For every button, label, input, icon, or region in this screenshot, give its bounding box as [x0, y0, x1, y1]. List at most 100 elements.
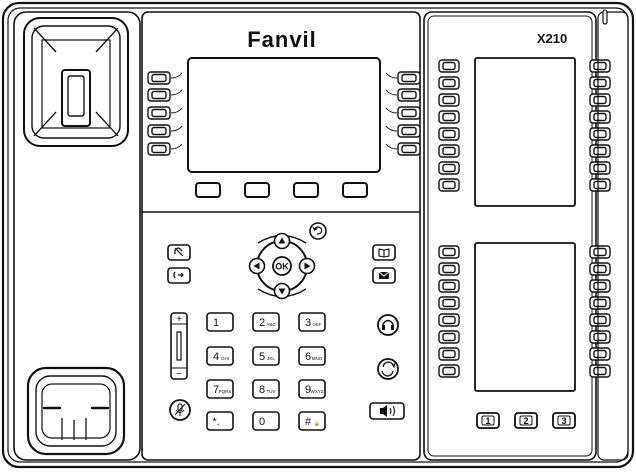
- line-key-right-5[interactable]: [397, 142, 421, 156]
- side-clip: [602, 9, 608, 25]
- nav-down-button[interactable]: [273, 282, 291, 300]
- expansion-page-key-1[interactable]: 1: [476, 412, 500, 429]
- transfer-button[interactable]: [167, 267, 191, 284]
- expansion-key-left-16[interactable]: [438, 364, 460, 378]
- expansion-key-left-11[interactable]: [438, 279, 460, 293]
- expansion-key-right-8[interactable]: [589, 178, 611, 192]
- expansion-key-left-6[interactable]: [438, 144, 460, 158]
- keypad-key-11[interactable]: 0: [252, 411, 280, 431]
- phone-face: [141, 11, 421, 461]
- expansion-key-right-9[interactable]: [589, 245, 611, 259]
- expansion-key-left-15[interactable]: [438, 347, 460, 361]
- line-key-left-1[interactable]: [147, 71, 171, 85]
- speaker-button[interactable]: [369, 402, 405, 420]
- keypad-key-digit: 9: [305, 384, 311, 396]
- book-icon: [378, 248, 390, 258]
- keypad-key-letters: DEF: [313, 322, 322, 327]
- line-key-left-2[interactable]: [147, 88, 171, 102]
- expansion-key-right-14[interactable]: [589, 330, 611, 344]
- nav-left-button[interactable]: [248, 257, 266, 275]
- keypad-key-digit: 1: [213, 317, 219, 329]
- line-key-right-1[interactable]: [397, 71, 421, 85]
- line-key-left-3[interactable]: [147, 106, 171, 120]
- keypad-key-1[interactable]: 1: [206, 312, 234, 332]
- headset-button[interactable]: [377, 314, 399, 336]
- expansion-key-left-5[interactable]: [438, 127, 460, 141]
- expansion-key-left-7[interactable]: [438, 161, 460, 175]
- expansion-key-right-15[interactable]: [589, 347, 611, 361]
- expansion-key-left-2[interactable]: [438, 76, 460, 90]
- expansion-key-right-13[interactable]: [589, 313, 611, 327]
- expansion-key-left-8[interactable]: [438, 178, 460, 192]
- microphone-icon: [174, 403, 186, 416]
- expansion-key-left-1[interactable]: [438, 59, 460, 73]
- expansion-key-left-13[interactable]: [438, 313, 460, 327]
- expansion-key-right-11[interactable]: [589, 279, 611, 293]
- ok-label: OK: [275, 262, 289, 272]
- expansion-key-right-16[interactable]: [589, 364, 611, 378]
- expansion-key-right-4[interactable]: [589, 110, 611, 124]
- contacts-button[interactable]: [372, 244, 396, 261]
- line-key-left-5[interactable]: [147, 142, 171, 156]
- expansion-key-left-12[interactable]: [438, 296, 460, 310]
- soft-key-2[interactable]: [244, 182, 270, 198]
- expansion-key-right-10[interactable]: [589, 262, 611, 276]
- expansion-key-left-9[interactable]: [438, 245, 460, 259]
- mic-mute-button[interactable]: [169, 399, 191, 421]
- page-key-label: 1: [485, 416, 490, 426]
- keypad-key-10[interactable]: *.: [206, 411, 234, 431]
- expansion-key-right-7[interactable]: [589, 161, 611, 175]
- expansion-key-right-6[interactable]: [589, 144, 611, 158]
- soft-key-3[interactable]: [293, 182, 319, 198]
- expansion-key-left-14[interactable]: [438, 330, 460, 344]
- keypad-key-letters: JKL: [267, 356, 275, 361]
- expansion-screen-top: [474, 57, 576, 207]
- expansion-key-left-4[interactable]: [438, 110, 460, 124]
- keypad-key-letters: PQRS: [219, 389, 232, 394]
- nav-ok-button[interactable]: OK: [272, 256, 292, 276]
- keypad-key-digit: 4: [213, 351, 219, 363]
- brand-logo: Fanvil: [247, 27, 317, 52]
- expansion-key-right-2[interactable]: [589, 76, 611, 90]
- expansion-key-left-3[interactable]: [438, 93, 460, 107]
- expansion-page-key-2[interactable]: 2: [514, 412, 538, 429]
- expansion-key-right-1[interactable]: [589, 59, 611, 73]
- line-key-right-3[interactable]: [397, 106, 421, 120]
- line-key-right-4[interactable]: [397, 124, 421, 138]
- line-key-right-indicator: [385, 107, 398, 114]
- keypad-key-digit: #: [305, 416, 312, 428]
- line-key-right-indicator: [385, 143, 398, 150]
- back-arrow-icon: [312, 226, 323, 235]
- line-key-right-2[interactable]: [397, 88, 421, 102]
- mute-button[interactable]: [167, 244, 191, 261]
- back-button[interactable]: [309, 222, 327, 240]
- nav-right-button[interactable]: [298, 257, 316, 275]
- line-key-left-4[interactable]: [147, 124, 171, 138]
- redial-button[interactable]: [377, 358, 399, 380]
- nav-up-button[interactable]: [273, 232, 291, 250]
- expansion-key-right-12[interactable]: [589, 296, 611, 310]
- handset-hook-top[interactable]: [23, 17, 129, 147]
- expansion-key-left-10[interactable]: [438, 262, 460, 276]
- line-key-left-indicator: [170, 72, 183, 79]
- soft-key-4[interactable]: [342, 182, 368, 198]
- keypad-key-digit: 7: [213, 384, 219, 396]
- keypad-key-12[interactable]: #🔒: [298, 411, 326, 431]
- keypad-key-digit: 0: [259, 416, 265, 428]
- expansion-key-right-5[interactable]: [589, 127, 611, 141]
- soft-key-1[interactable]: [195, 182, 221, 198]
- handset-hook-bottom[interactable]: [26, 366, 126, 456]
- expansion-key-right-3[interactable]: [589, 93, 611, 107]
- messages-button[interactable]: [372, 267, 396, 284]
- volume-rocker[interactable]: + −: [170, 312, 188, 380]
- expansion-module-inner: [427, 15, 593, 457]
- expansion-page-key-3[interactable]: 3: [552, 412, 576, 429]
